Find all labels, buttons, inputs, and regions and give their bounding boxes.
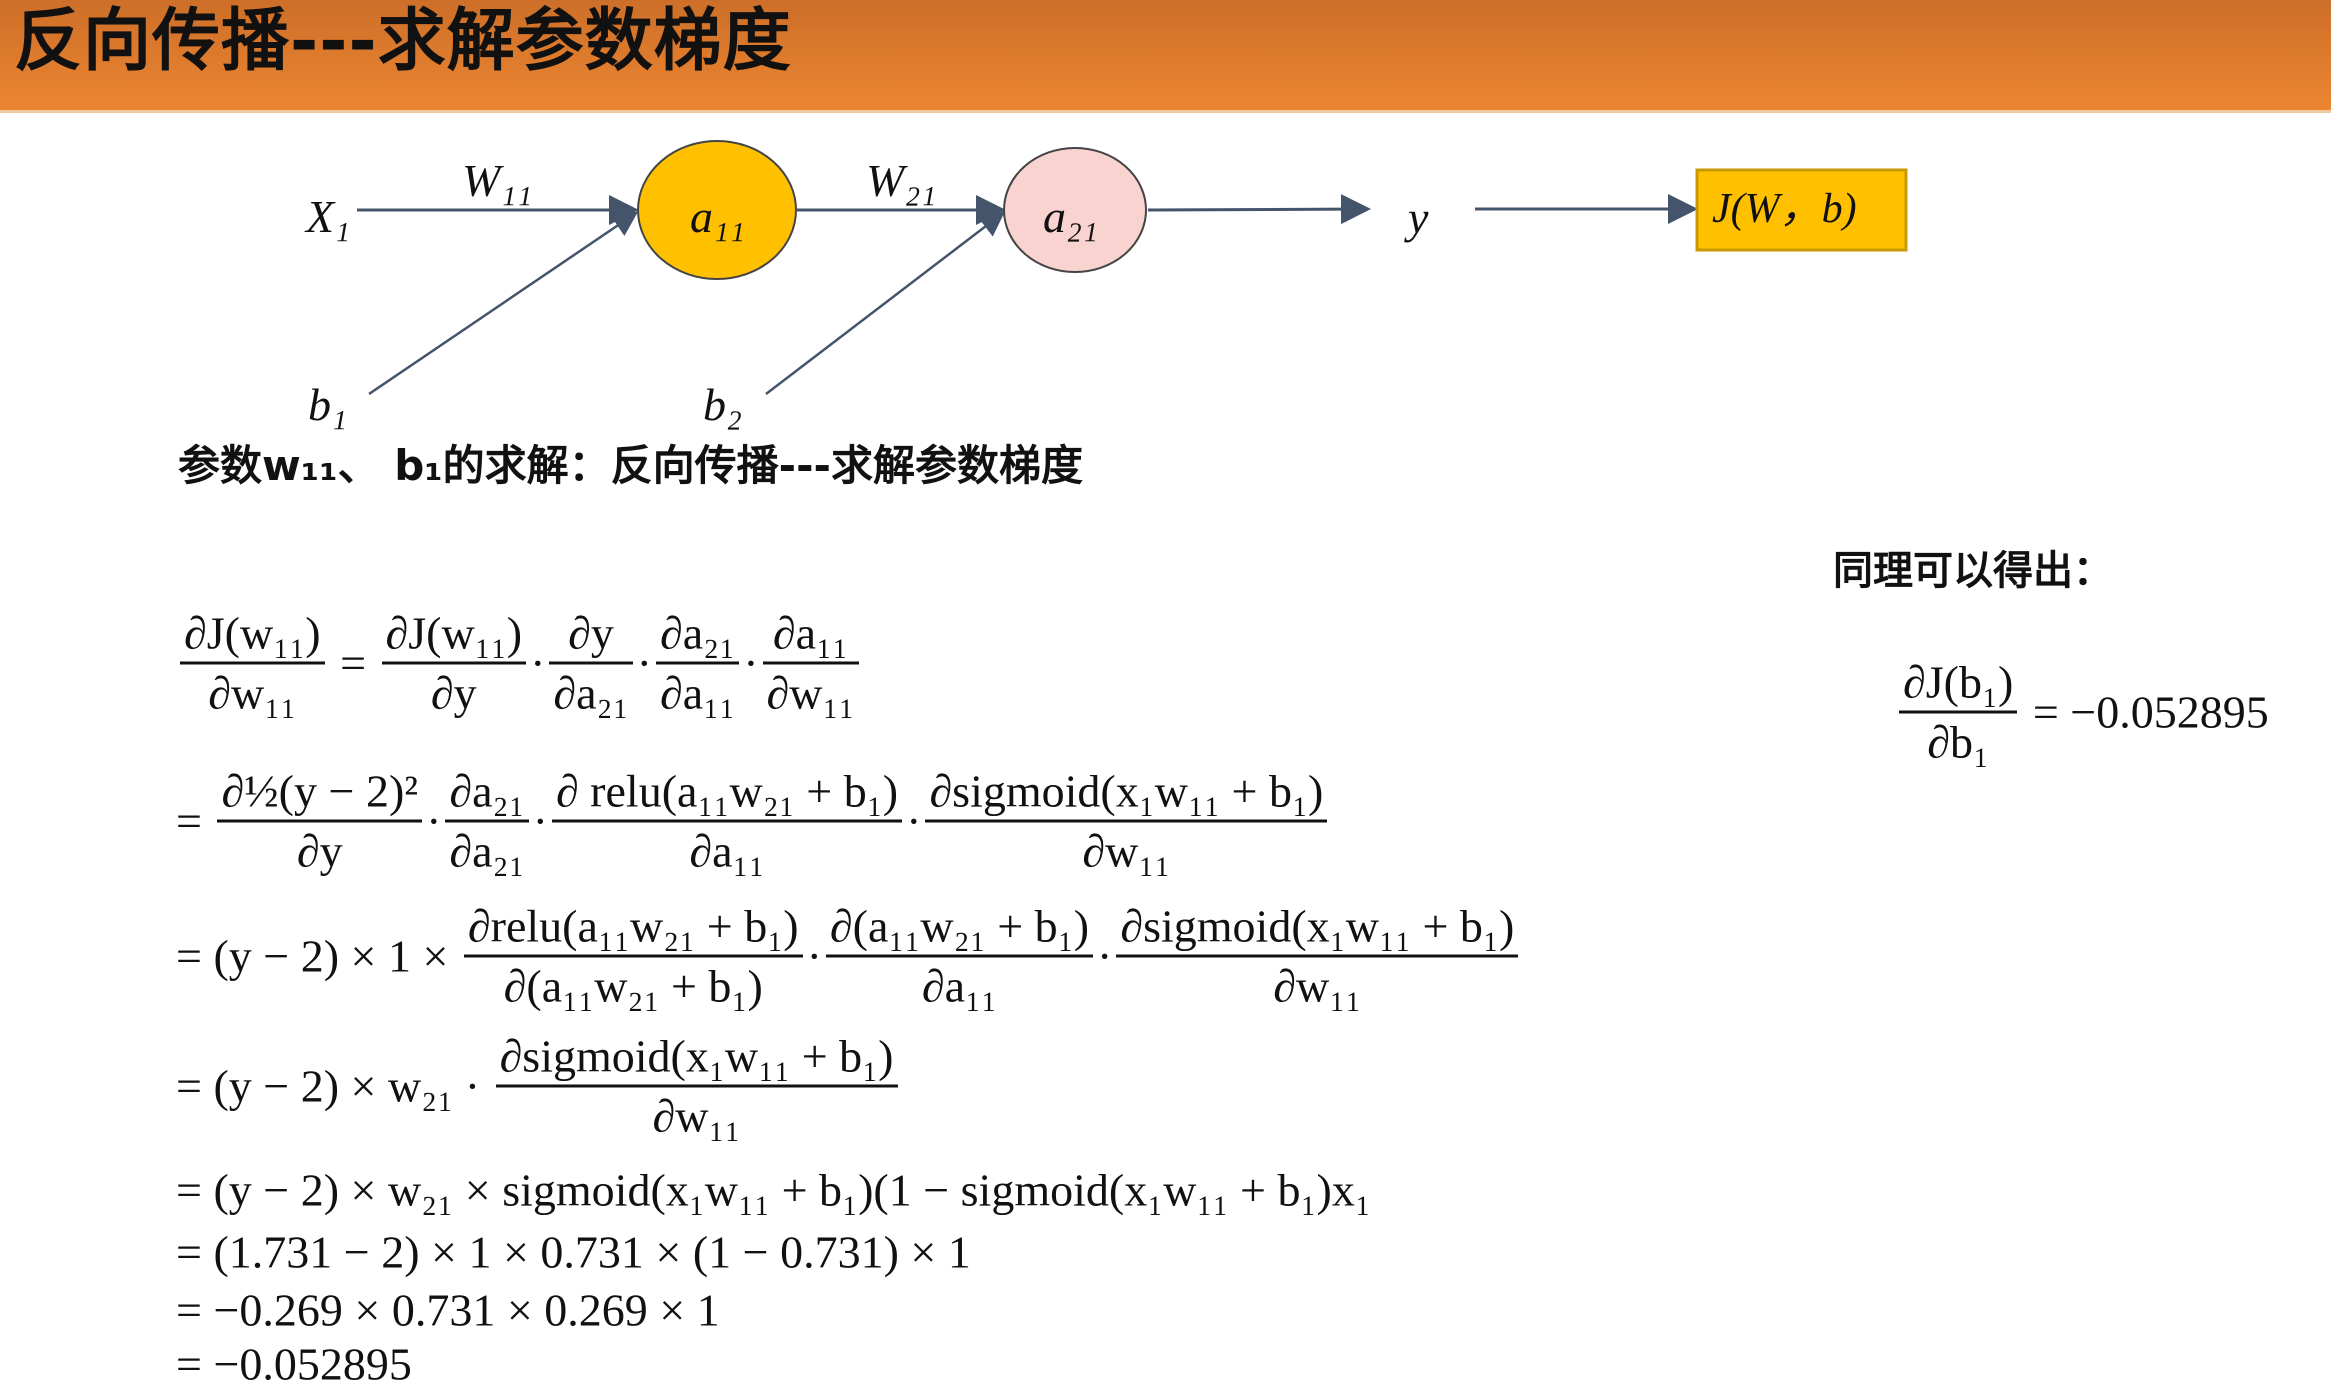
denominator: ∂w₁₁ [180, 661, 325, 720]
edge-a21-y [1147, 194, 1371, 225]
fraction: ∂relu(a₁₁w₂₁ + b₁)∂(a₁₁w₂₁ + b₁) [463, 900, 803, 1013]
numerator: ∂relu(a₁₁w₂₁ + b₁) [467, 900, 799, 952]
numerator: ∂a₁₁ [772, 607, 849, 659]
denominator: ∂w₁₁ [925, 819, 1328, 878]
equation-text: · [532, 795, 548, 847]
numerator: ∂J(w₁₁) [385, 607, 523, 659]
equation-line: ∂J(b₁)∂b₁ = −0.052895 [1895, 656, 2269, 769]
slide-header: 反向传播---求解参数梯度 [0, 0, 2331, 113]
fraction: ∂J(b₁)∂b₁ [1899, 656, 2018, 769]
label-y: y [1408, 192, 1429, 243]
equation-text: = (1.731 − 2) × 1 × 0.731 × (1 − 0.731) … [176, 1226, 971, 1278]
equation-text: · [743, 637, 759, 689]
numerator: ∂a₂₁ [659, 607, 736, 659]
section-subtitle: 参数w₁₁、 b₁的求解：反向传播---求解参数梯度 [178, 441, 1083, 490]
equation-line: = ∂½(y − 2)²∂y·∂a₂₁∂a₂₁·∂ relu(a₁₁w₂₁ + … [176, 765, 1331, 878]
equation-line: = (y − 2) × w₂₁ × sigmoid(x₁w₁₁ + b₁)(1 … [176, 1164, 1371, 1217]
equation-text: = (y − 2) × 1 × [176, 930, 460, 982]
equation-text: · [530, 637, 546, 689]
slide-title: 反向传播---求解参数梯度 [14, 2, 792, 81]
denominator: ∂w₁₁ [495, 1084, 898, 1143]
fraction: ∂ relu(a₁₁w₂₁ + b₁)∂a₁₁ [551, 765, 903, 878]
numerator: ∂½(y − 2)² [221, 765, 419, 817]
label-x1: X₁ [306, 191, 351, 242]
equation-text: = −0.052895 [2021, 686, 2269, 738]
equation-text: · [1097, 930, 1113, 982]
equation-text: · [426, 795, 442, 847]
edge-b2-a21 [765, 211, 1005, 395]
numerator: ∂J(b₁) [1903, 656, 2014, 708]
cost-box [1695, 168, 1908, 252]
label-b2: b₂ [703, 379, 742, 430]
numerator: ∂sigmoid(x₁w₁₁ + b₁) [929, 765, 1324, 817]
similarly-label: 同理可以得出： [1833, 548, 2113, 594]
equation-line: = −0.269 × 0.731 × 0.269 × 1 [176, 1284, 720, 1337]
equation-line: = (y − 2) × w₂₁ · ∂sigmoid(x₁w₁₁ + b₁)∂w… [176, 1030, 902, 1143]
equation-line: = (1.731 − 2) × 1 × 0.731 × (1 − 0.731) … [176, 1226, 971, 1279]
denominator: ∂a₁₁ [551, 819, 903, 878]
label-w21: W₂₁ [866, 155, 937, 206]
label-a11: a₁₁ [690, 191, 745, 242]
equation-line: = (y − 2) × 1 × ∂relu(a₁₁w₂₁ + b₁)∂(a₁₁w… [176, 900, 1522, 1013]
label-b1: b₁ [308, 379, 347, 430]
fraction: ∂a₂₁∂a₁₁ [655, 607, 740, 720]
equation-text: = [176, 795, 214, 847]
denominator: ∂a₂₁ [445, 819, 529, 878]
network-diagram [357, 140, 1908, 396]
denominator: ∂a₂₁ [549, 661, 633, 720]
equation-text: · [906, 795, 922, 847]
label-w11: W₁₁ [462, 155, 533, 206]
fraction: ∂sigmoid(x₁w₁₁ + b₁)∂w₁₁ [925, 765, 1328, 878]
fraction: ∂½(y − 2)²∂y [217, 765, 423, 878]
denominator: ∂y [381, 661, 527, 720]
fraction: ∂a₁₁∂w₁₁ [762, 607, 859, 720]
fraction: ∂J(w₁₁)∂w₁₁ [180, 607, 325, 720]
equation-text: · [636, 637, 652, 689]
equation-line: = −0.052895 [176, 1338, 412, 1391]
node-a21 [1003, 147, 1147, 273]
fraction: ∂J(w₁₁)∂y [381, 607, 527, 720]
fraction: ∂sigmoid(x₁w₁₁ + b₁)∂w₁₁ [495, 1030, 898, 1143]
fraction: ∂a₂₁∂a₂₁ [445, 765, 529, 878]
edge-b1-a11 [368, 211, 639, 396]
equation-text: = −0.052895 [176, 1338, 412, 1390]
denominator: ∂y [217, 819, 423, 878]
fraction: ∂sigmoid(x₁w₁₁ + b₁)∂w₁₁ [1116, 900, 1519, 1013]
fraction: ∂y∂a₂₁ [549, 607, 633, 720]
equation-text: = −0.269 × 0.731 × 0.269 × 1 [176, 1284, 720, 1336]
denominator: ∂w₁₁ [1116, 954, 1519, 1013]
numerator: ∂(a₁₁w₂₁ + b₁) [829, 900, 1090, 952]
equation-text: = (y − 2) × w₂₁ · [176, 1060, 492, 1112]
equation-text: · [806, 930, 822, 982]
denominator: ∂(a₁₁w₂₁ + b₁) [463, 954, 803, 1013]
denominator: ∂a₁₁ [655, 661, 740, 720]
label-a21: a₂₁ [1043, 191, 1098, 242]
denominator: ∂b₁ [1899, 710, 2018, 769]
equation-text: = (y − 2) × w₂₁ × sigmoid(x₁w₁₁ + b₁)(1 … [176, 1164, 1371, 1216]
numerator: ∂sigmoid(x₁w₁₁ + b₁) [499, 1030, 894, 1082]
equation-line: ∂J(w₁₁)∂w₁₁ = ∂J(w₁₁)∂y·∂y∂a₂₁·∂a₂₁∂a₁₁·… [176, 607, 863, 720]
denominator: ∂w₁₁ [762, 661, 859, 720]
equation-text: = [328, 637, 378, 689]
label-cost: J(W，b) [1712, 186, 1857, 232]
numerator: ∂y [568, 607, 614, 659]
numerator: ∂ relu(a₁₁w₂₁ + b₁) [555, 765, 899, 817]
numerator: ∂sigmoid(x₁w₁₁ + b₁) [1120, 900, 1515, 952]
fraction: ∂(a₁₁w₂₁ + b₁)∂a₁₁ [825, 900, 1094, 1013]
denominator: ∂a₁₁ [825, 954, 1094, 1013]
numerator: ∂J(w₁₁) [184, 607, 321, 659]
numerator: ∂a₂₁ [449, 765, 525, 817]
